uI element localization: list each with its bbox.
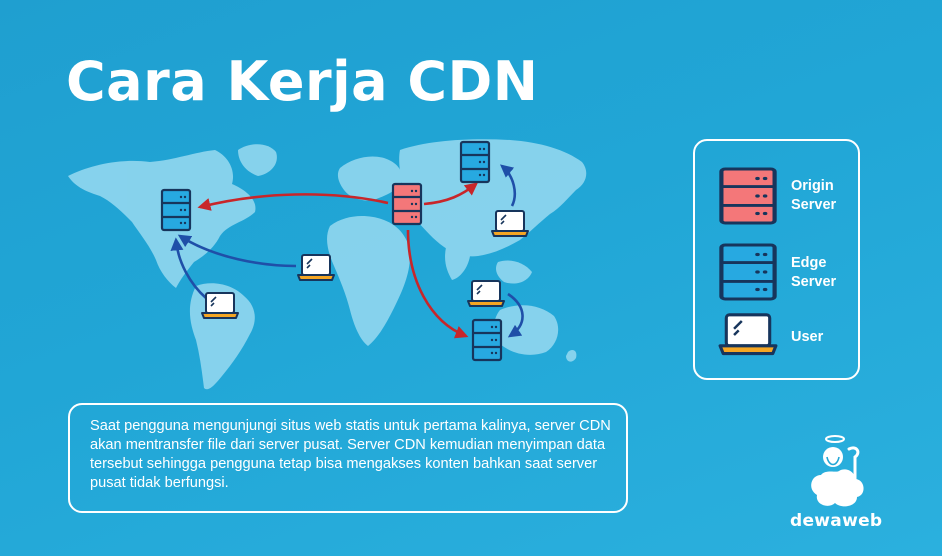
dewaweb-mascot-logo bbox=[811, 435, 864, 507]
new-zealand bbox=[566, 350, 577, 362]
europe bbox=[337, 156, 403, 201]
greenland bbox=[238, 144, 277, 176]
arrow-africa-user-to-americas-edge bbox=[177, 234, 297, 268]
arrow-origin-to-asia bbox=[423, 182, 479, 206]
origin-distribution-arrows bbox=[197, 182, 479, 339]
edge-server-australia bbox=[471, 318, 503, 362]
origin-server-map bbox=[391, 182, 423, 226]
arrow-asia-user-to-asia-edge bbox=[500, 164, 516, 207]
user-request-arrows bbox=[170, 164, 524, 338]
edge-server-asia bbox=[459, 140, 491, 184]
brand-wordmark: dewaweb bbox=[790, 511, 883, 531]
edge-server-americas bbox=[160, 188, 192, 232]
india bbox=[445, 239, 470, 280]
page-title: Cara Kerja CDN bbox=[66, 50, 539, 113]
africa bbox=[327, 216, 410, 346]
asia bbox=[399, 139, 587, 257]
legend-origin-label: Origin Server bbox=[791, 178, 837, 213]
japan bbox=[538, 194, 551, 210]
se-asia bbox=[496, 260, 532, 284]
world-map bbox=[68, 139, 587, 390]
user-laptop-south-america bbox=[201, 292, 239, 319]
user-laptop-asia bbox=[491, 210, 529, 237]
description-box: Saat pengguna mengunjungi situs web stat… bbox=[68, 403, 628, 513]
legend-box: Origin Server Edge Server User bbox=[693, 139, 860, 380]
arrow-origin-to-americas bbox=[197, 193, 389, 211]
legend-user-label: User bbox=[791, 329, 824, 345]
arrow-sa-user-to-americas-edge bbox=[170, 237, 207, 299]
user-laptop-se-asia bbox=[467, 280, 505, 307]
arrow-origin-to-australia bbox=[406, 229, 469, 339]
australia bbox=[494, 305, 559, 355]
arrow-sea-user-to-australia-edge bbox=[507, 292, 524, 338]
user-laptop-africa bbox=[297, 254, 335, 281]
description-text: Saat pengguna mengunjungi situs web stat… bbox=[90, 418, 611, 491]
legend-edge-label: Edge Server bbox=[791, 255, 837, 290]
